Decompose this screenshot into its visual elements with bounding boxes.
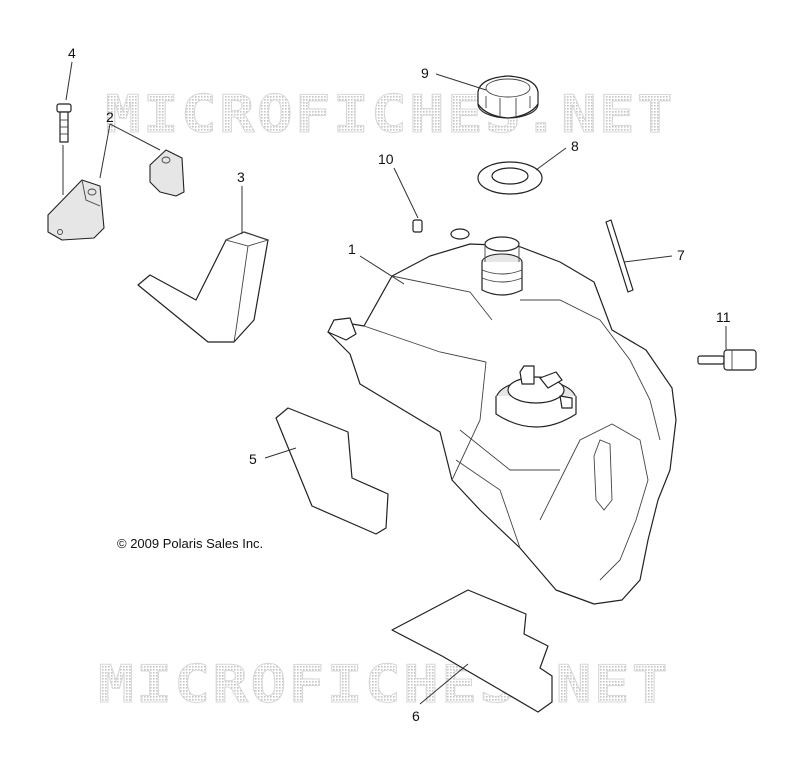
part-9-fuel-cap <box>477 75 539 119</box>
watermark-bottom: MICROFICHES.NET <box>98 655 670 715</box>
callout-3: 3 <box>237 169 245 185</box>
part-1-fuel-tank <box>327 228 677 605</box>
watermark-top: MICROFICHES.NET <box>105 85 675 145</box>
part-2-bracket-right <box>149 149 185 197</box>
part-5-pad <box>275 407 389 535</box>
callout-5: 5 <box>249 451 257 467</box>
callout-7: 7 <box>677 247 685 263</box>
callout-11: 11 <box>716 309 731 325</box>
part-11-connector <box>697 349 757 371</box>
callout-1: 1 <box>348 241 356 257</box>
callout-8: 8 <box>571 138 579 154</box>
callout-9: 9 <box>421 65 429 81</box>
copyright-notice: © 2009 Polaris Sales Inc. <box>117 536 263 551</box>
part-2-bracket-left <box>47 179 105 241</box>
part-10-pin <box>412 219 423 233</box>
callout-4: 4 <box>68 45 76 61</box>
part-6-pad <box>391 589 553 713</box>
callout-2: 2 <box>106 109 114 125</box>
part-7-rod <box>605 219 634 293</box>
callout-10: 10 <box>378 151 394 167</box>
leader-lines <box>65 61 727 705</box>
part-4-bolt <box>56 103 72 143</box>
part-8-gasket <box>477 161 543 195</box>
callout-6: 6 <box>412 708 420 724</box>
part-3-foam-pad <box>137 231 270 343</box>
